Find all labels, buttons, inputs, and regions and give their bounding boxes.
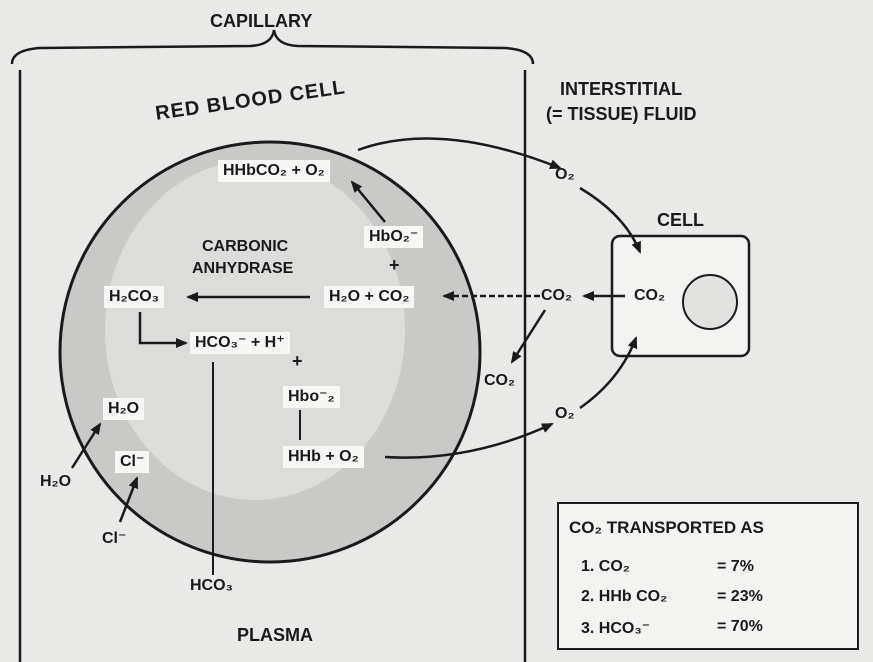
cell-nucleus xyxy=(683,275,737,329)
cell-label: CELL xyxy=(657,211,704,231)
co2-fluid: CO₂ xyxy=(541,287,572,305)
carbonic-label-1: CARBONIC xyxy=(202,238,288,256)
co2-row-value: = 7% xyxy=(717,558,754,576)
co2-transport-table: CO₂ TRANSPORTED AS 1. CO₂ = 7% 2. HHb CO… xyxy=(557,502,859,650)
co2-row-value: = 23% xyxy=(717,588,763,606)
h2o-outside: H₂O xyxy=(40,473,71,491)
h2o-co2: H₂O + CO₂ xyxy=(324,286,414,308)
cl-inside: Cl⁻ xyxy=(115,451,149,473)
co2-table-title: CO₂ TRANSPORTED AS xyxy=(569,518,764,538)
plus-sign-1: + xyxy=(389,256,400,276)
interstitial-label-1: INTERSTITIAL xyxy=(560,80,682,100)
hhbco2-o2: HHbCO₂ + O₂ xyxy=(218,160,330,182)
hbo2-minus: HbO₂⁻ xyxy=(364,226,423,248)
hhb-o2: HHb + O₂ xyxy=(283,446,364,468)
arrow-o2-out-top xyxy=(358,138,560,168)
cl-outside: Cl⁻ xyxy=(102,530,126,548)
o2-lower: O₂ xyxy=(555,405,575,423)
capillary-label: CAPILLARY xyxy=(210,12,312,32)
co2-cell: CO₂ xyxy=(634,287,665,305)
hco3-plasma: HCO₃ xyxy=(190,577,233,595)
co2-row-label: 1. CO₂ xyxy=(581,558,630,576)
co2-row-label: 3. HCO₃⁻ xyxy=(581,618,650,638)
co2-lower: CO₂ xyxy=(484,372,515,390)
plus-sign-2: + xyxy=(292,352,303,372)
co2-row-label: 2. HHb CO₂ xyxy=(581,588,667,606)
co2-row-value: = 70% xyxy=(717,618,763,636)
h2co3: H₂CO₃ xyxy=(104,286,164,308)
hco3-plus-h: HCO₃⁻ + H⁺ xyxy=(190,332,290,354)
plasma-label: PLASMA xyxy=(237,626,313,646)
interstitial-label-2: (= TISSUE) FLUID xyxy=(546,105,697,125)
hbo2-minus-2: Hbo⁻₂ xyxy=(283,386,340,408)
capillary-brace xyxy=(12,30,533,64)
arrow-co2-down xyxy=(512,310,545,362)
carbonic-label-2: ANHYDRASE xyxy=(192,260,293,278)
o2-top: O₂ xyxy=(555,166,575,184)
h2o-inside: H₂O xyxy=(103,398,144,420)
